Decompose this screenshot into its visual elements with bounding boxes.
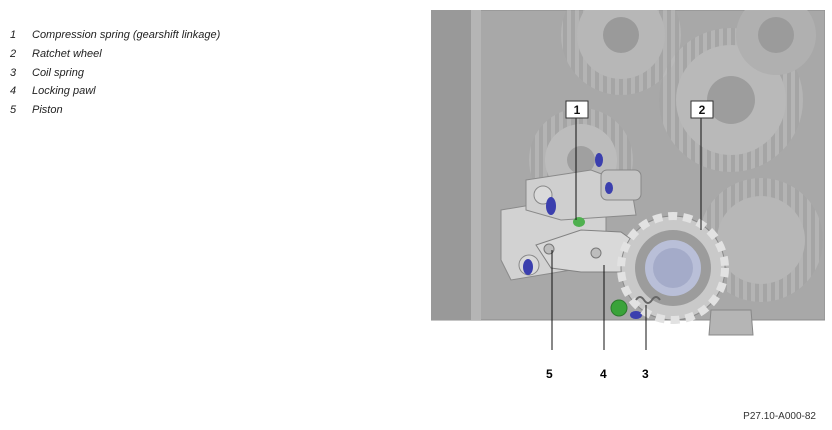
coil-spring: [635, 296, 661, 304]
callout-4: 4: [600, 367, 607, 381]
legend-item: 4 Locking pawl: [10, 82, 220, 101]
svg-text:1: 1: [574, 103, 581, 117]
legend-number: 1: [10, 29, 17, 42]
drain-plug: [708, 309, 754, 336]
callout-3: 3: [642, 367, 649, 381]
legend-item: 5 Piston: [10, 101, 220, 120]
callout-5: 5: [546, 367, 553, 381]
legend-item: 2 Ratchet wheel: [10, 45, 220, 64]
green-screw: [610, 299, 628, 317]
housing-side-panel: [431, 10, 471, 320]
svg-text:2: 2: [699, 103, 706, 117]
legend-number: 4: [10, 85, 17, 98]
legend-number: 2: [10, 48, 17, 61]
callout-2: 2: [690, 100, 714, 119]
blue-bolts: [523, 153, 642, 319]
transmission-illustration: 1 2: [431, 10, 825, 350]
transmission-figure: 1 2: [431, 10, 825, 350]
legend-item: 3 Coil spring: [10, 63, 220, 82]
legend-label: Coil spring: [32, 66, 84, 79]
callout-1: 1: [565, 100, 589, 119]
legend-label: Locking pawl: [32, 85, 96, 98]
compression-spring: [573, 217, 585, 227]
reference-code: P27.10-A000-82: [743, 411, 816, 422]
legend-label: Compression spring (gearshift linkage): [32, 29, 221, 42]
legend-list: 1 Compression spring (gearshift linkage)…: [10, 26, 220, 119]
legend-number: 3: [10, 66, 17, 79]
legend-number: 5: [10, 104, 17, 117]
callout-leaders: [551, 118, 702, 350]
upper-gears: [529, 10, 823, 302]
legend-label: Ratchet wheel: [32, 48, 102, 61]
legend-label: Piston: [32, 104, 63, 117]
ratchet-wheel: [617, 212, 729, 324]
legend-item: 1 Compression spring (gearshift linkage): [10, 26, 220, 45]
